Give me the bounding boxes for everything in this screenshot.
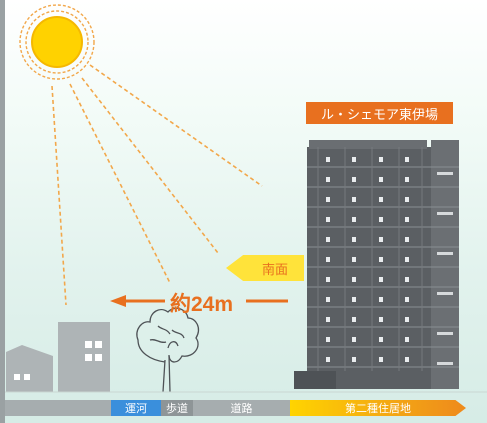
arrow-left-icon xyxy=(110,295,288,307)
sun-rays xyxy=(51,64,263,306)
south-facing-arrow: 南面 xyxy=(226,255,304,281)
box-building xyxy=(58,322,110,392)
apartment-tower xyxy=(294,140,459,389)
distance-label: 約24m xyxy=(170,293,234,316)
direction-label: 南面 xyxy=(261,262,288,278)
ground-bar-road: 道路 xyxy=(193,400,290,416)
ground-bar-zone: 第二種住居地 xyxy=(290,400,466,416)
tree-icon xyxy=(136,307,200,393)
left-edge-strip xyxy=(0,0,5,423)
ground-bar-sidewalk: 歩道 xyxy=(161,400,193,416)
sun-icon xyxy=(19,4,95,80)
house-icon xyxy=(6,345,53,392)
building-name-tag: ル・シェモア東伊場 xyxy=(306,102,453,124)
ground-bar-canal: 運河 xyxy=(111,400,161,416)
ground-bar-left xyxy=(5,400,111,416)
distance-indicator: 約24m xyxy=(110,288,290,316)
